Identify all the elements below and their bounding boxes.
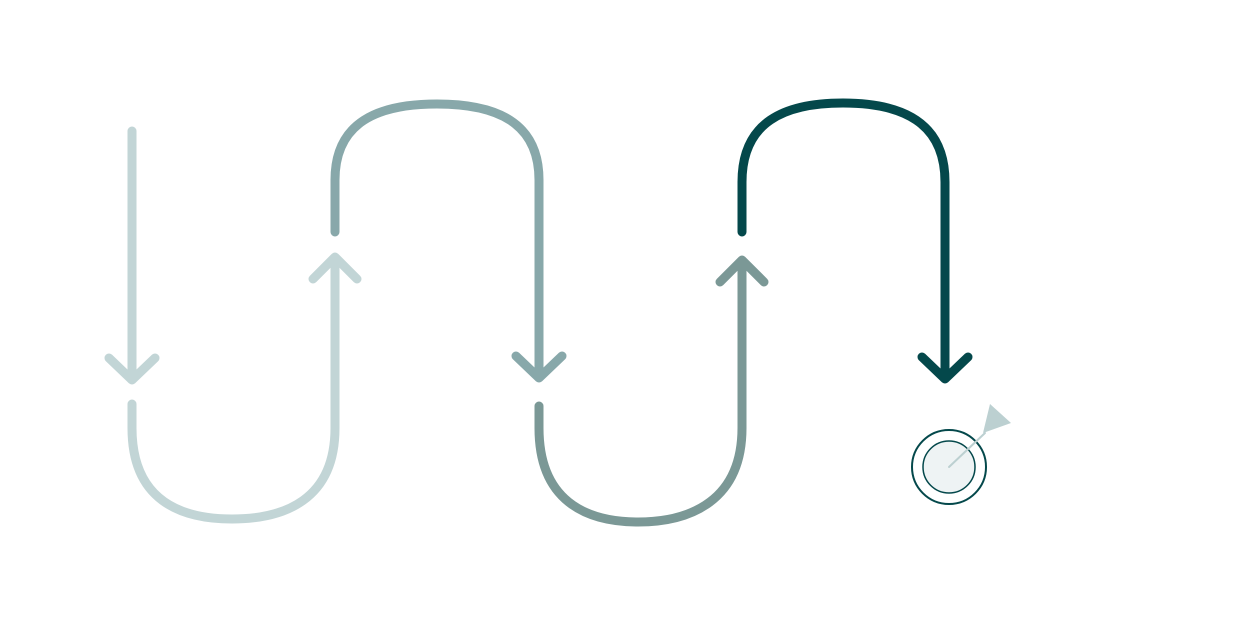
segment-3-arrowhead [511,351,567,383]
flow-segment-1 [104,126,160,385]
segment-3-line [330,99,544,381]
flow-segment-2 [127,252,362,524]
target-outer-ring [911,429,987,505]
segment-1-arrowhead [104,353,160,385]
flow-segment-3 [330,99,567,383]
target-dart-icon [911,404,1011,505]
flow-segment-4 [534,255,769,527]
dart-fletching [983,404,1011,433]
segment-2-arrowhead [308,252,362,284]
segment-4-arrowhead [715,255,769,287]
segment-4-line [534,257,747,527]
flow-segment-5 [737,98,973,384]
segment-2-line [127,257,340,524]
dart-shaft [948,432,986,468]
segment-5-line [737,98,950,381]
segment-5-arrowhead [917,352,973,384]
